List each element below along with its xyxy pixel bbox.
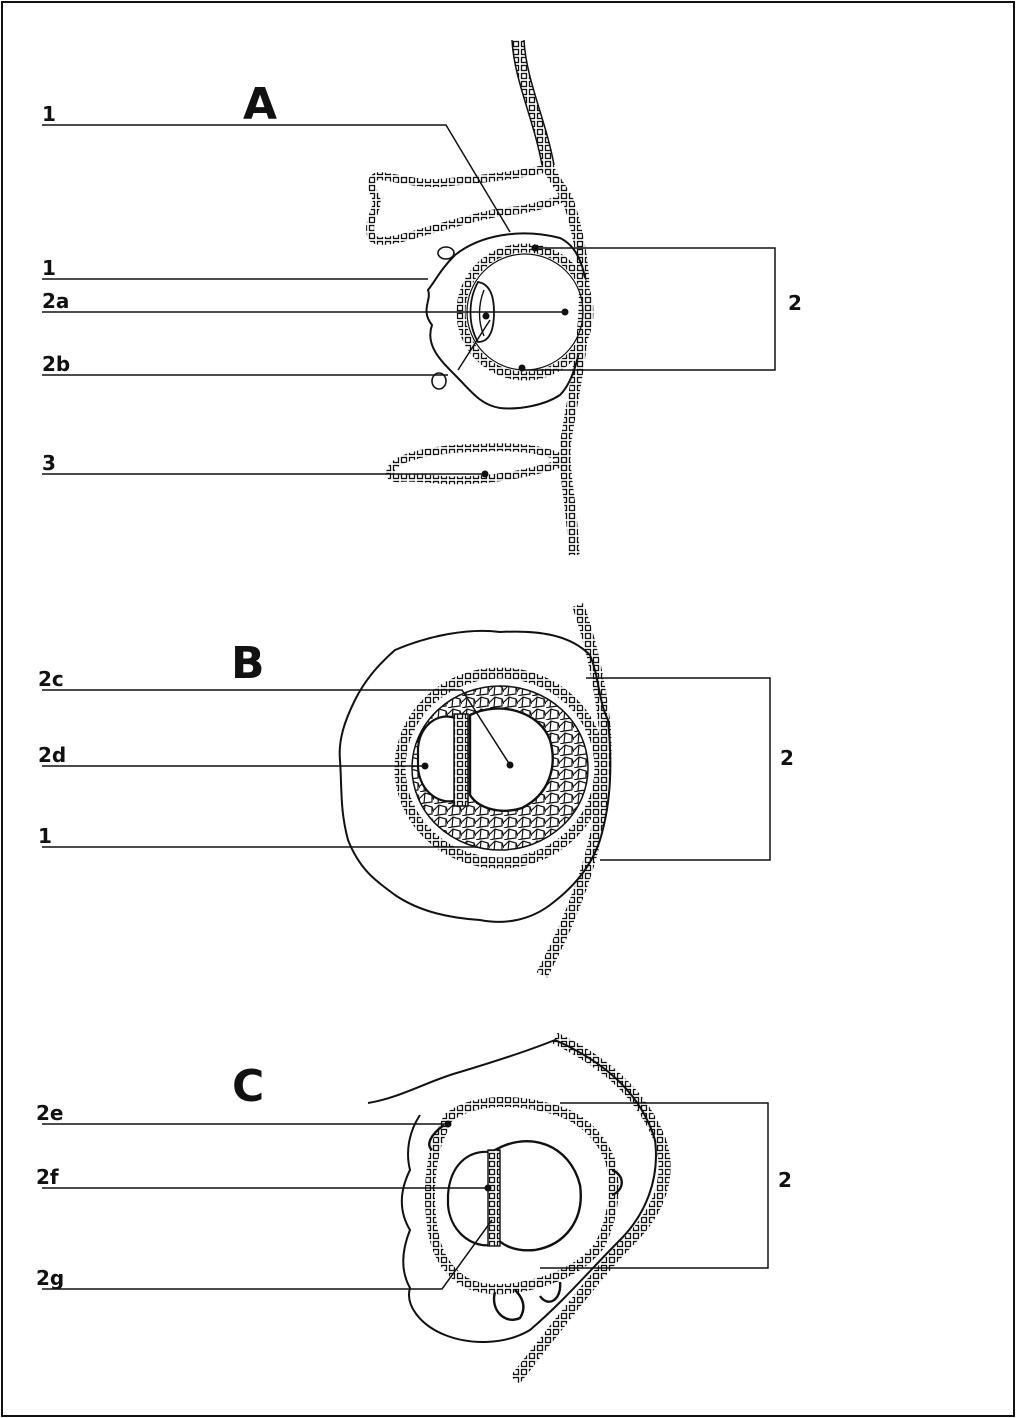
panel-c-label-2f: 2f bbox=[36, 1167, 59, 1187]
panel-c-title: C bbox=[232, 1065, 264, 1109]
panel-b-title: B bbox=[231, 642, 265, 686]
panel-b-label-2c: 2c bbox=[38, 669, 64, 689]
panel-a-label-2b: 2b bbox=[42, 354, 70, 374]
panel-a-label-1: 1 bbox=[42, 258, 56, 278]
panel-a-label-2a: 2a bbox=[42, 291, 69, 311]
panel-c-bracket-label: 2 bbox=[778, 1170, 792, 1190]
panel-b-label-1: 1 bbox=[38, 826, 52, 846]
panel-b-yolk-sac bbox=[470, 708, 553, 810]
panel-a-lower-gland bbox=[390, 447, 566, 480]
panel-a-bracket-label: 2 bbox=[788, 293, 802, 313]
panel-b-embryonic-disc bbox=[454, 714, 468, 806]
panel-a bbox=[42, 40, 775, 555]
panel-a-uterine-epithelium bbox=[518, 40, 584, 555]
panel-a-label-3: 3 bbox=[42, 453, 56, 473]
panel-a-label-1-top: 1 bbox=[42, 104, 56, 124]
panel-b-label-2d: 2d bbox=[38, 745, 66, 765]
panel-c bbox=[42, 1038, 768, 1380]
panel-c-embryonic-disc bbox=[488, 1150, 500, 1246]
panel-b-leaders bbox=[42, 678, 770, 860]
panel-c-yolk-sac bbox=[495, 1141, 581, 1250]
panel-a-title: A bbox=[243, 83, 277, 127]
panel-c-label-2g: 2g bbox=[36, 1268, 64, 1288]
panel-b-bracket-label: 2 bbox=[780, 748, 794, 768]
panel-c-label-2e: 2e bbox=[36, 1103, 63, 1123]
panel-b bbox=[42, 605, 770, 975]
panel-a-upper-gland bbox=[370, 168, 568, 241]
panel-c-amniotic-cavity bbox=[448, 1152, 492, 1246]
